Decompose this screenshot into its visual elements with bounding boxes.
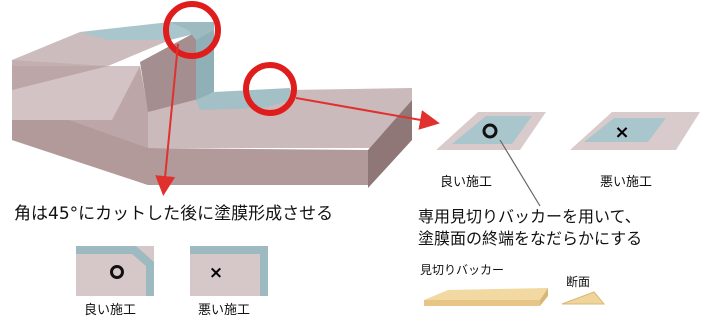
backer-top [424, 288, 548, 300]
edge-note: 専用見切りバッカーを用いて、 塗膜面の終端をなだらかにする [418, 206, 642, 250]
corner-bad-coating [190, 246, 268, 296]
edge-note-line2: 塗膜面の終端をなだらかにする [418, 229, 643, 248]
corner-good-coating [76, 246, 154, 296]
corner-bad-example: × [190, 246, 268, 296]
edge-bad-example: × [570, 112, 700, 150]
good-mark-icon [482, 123, 498, 139]
edge-bad-label: 悪い施工 [600, 175, 653, 190]
backer-front [424, 300, 540, 306]
corner-good-example [76, 246, 154, 296]
coating-top-strip [80, 22, 210, 40]
corner-good-label: 良い施工 [84, 303, 137, 318]
corner-bad-base [190, 246, 268, 296]
corner-highlight-circle [163, 1, 221, 59]
edge-bad-coating [584, 118, 666, 142]
backer-side [540, 288, 548, 306]
leader-line [499, 139, 541, 207]
block-front-face [12, 100, 368, 185]
arrow-to-corner-detail [155, 43, 179, 196]
edge-good-example [436, 112, 546, 150]
backer-section [561, 291, 606, 305]
corner-bad-label: 悪い施工 [198, 303, 251, 318]
backer-label: 見切りバッカー [420, 263, 505, 277]
upper-ledge [12, 66, 140, 120]
arrow-to-edge-detail [295, 97, 440, 130]
coating-floor [196, 88, 292, 110]
edge-good-coating [452, 116, 532, 144]
edge-highlight-circle [243, 62, 297, 116]
coating-wall [196, 30, 214, 100]
bad-mark-icon: × [614, 122, 629, 143]
backer-strip [424, 288, 548, 306]
edge-note-line1: 専用見切りバッカーを用いて、 [418, 207, 641, 226]
corner-bad-mark-icon: × [209, 263, 223, 283]
corner-note: 角は45°にカットした後に塗膜形成させる [14, 204, 334, 224]
corner-good-mark-icon [110, 265, 124, 279]
section-label: 断面 [566, 275, 591, 289]
block-right-face [368, 100, 412, 188]
edge-good-label: 良い施工 [440, 175, 493, 190]
section-shape [561, 291, 606, 305]
